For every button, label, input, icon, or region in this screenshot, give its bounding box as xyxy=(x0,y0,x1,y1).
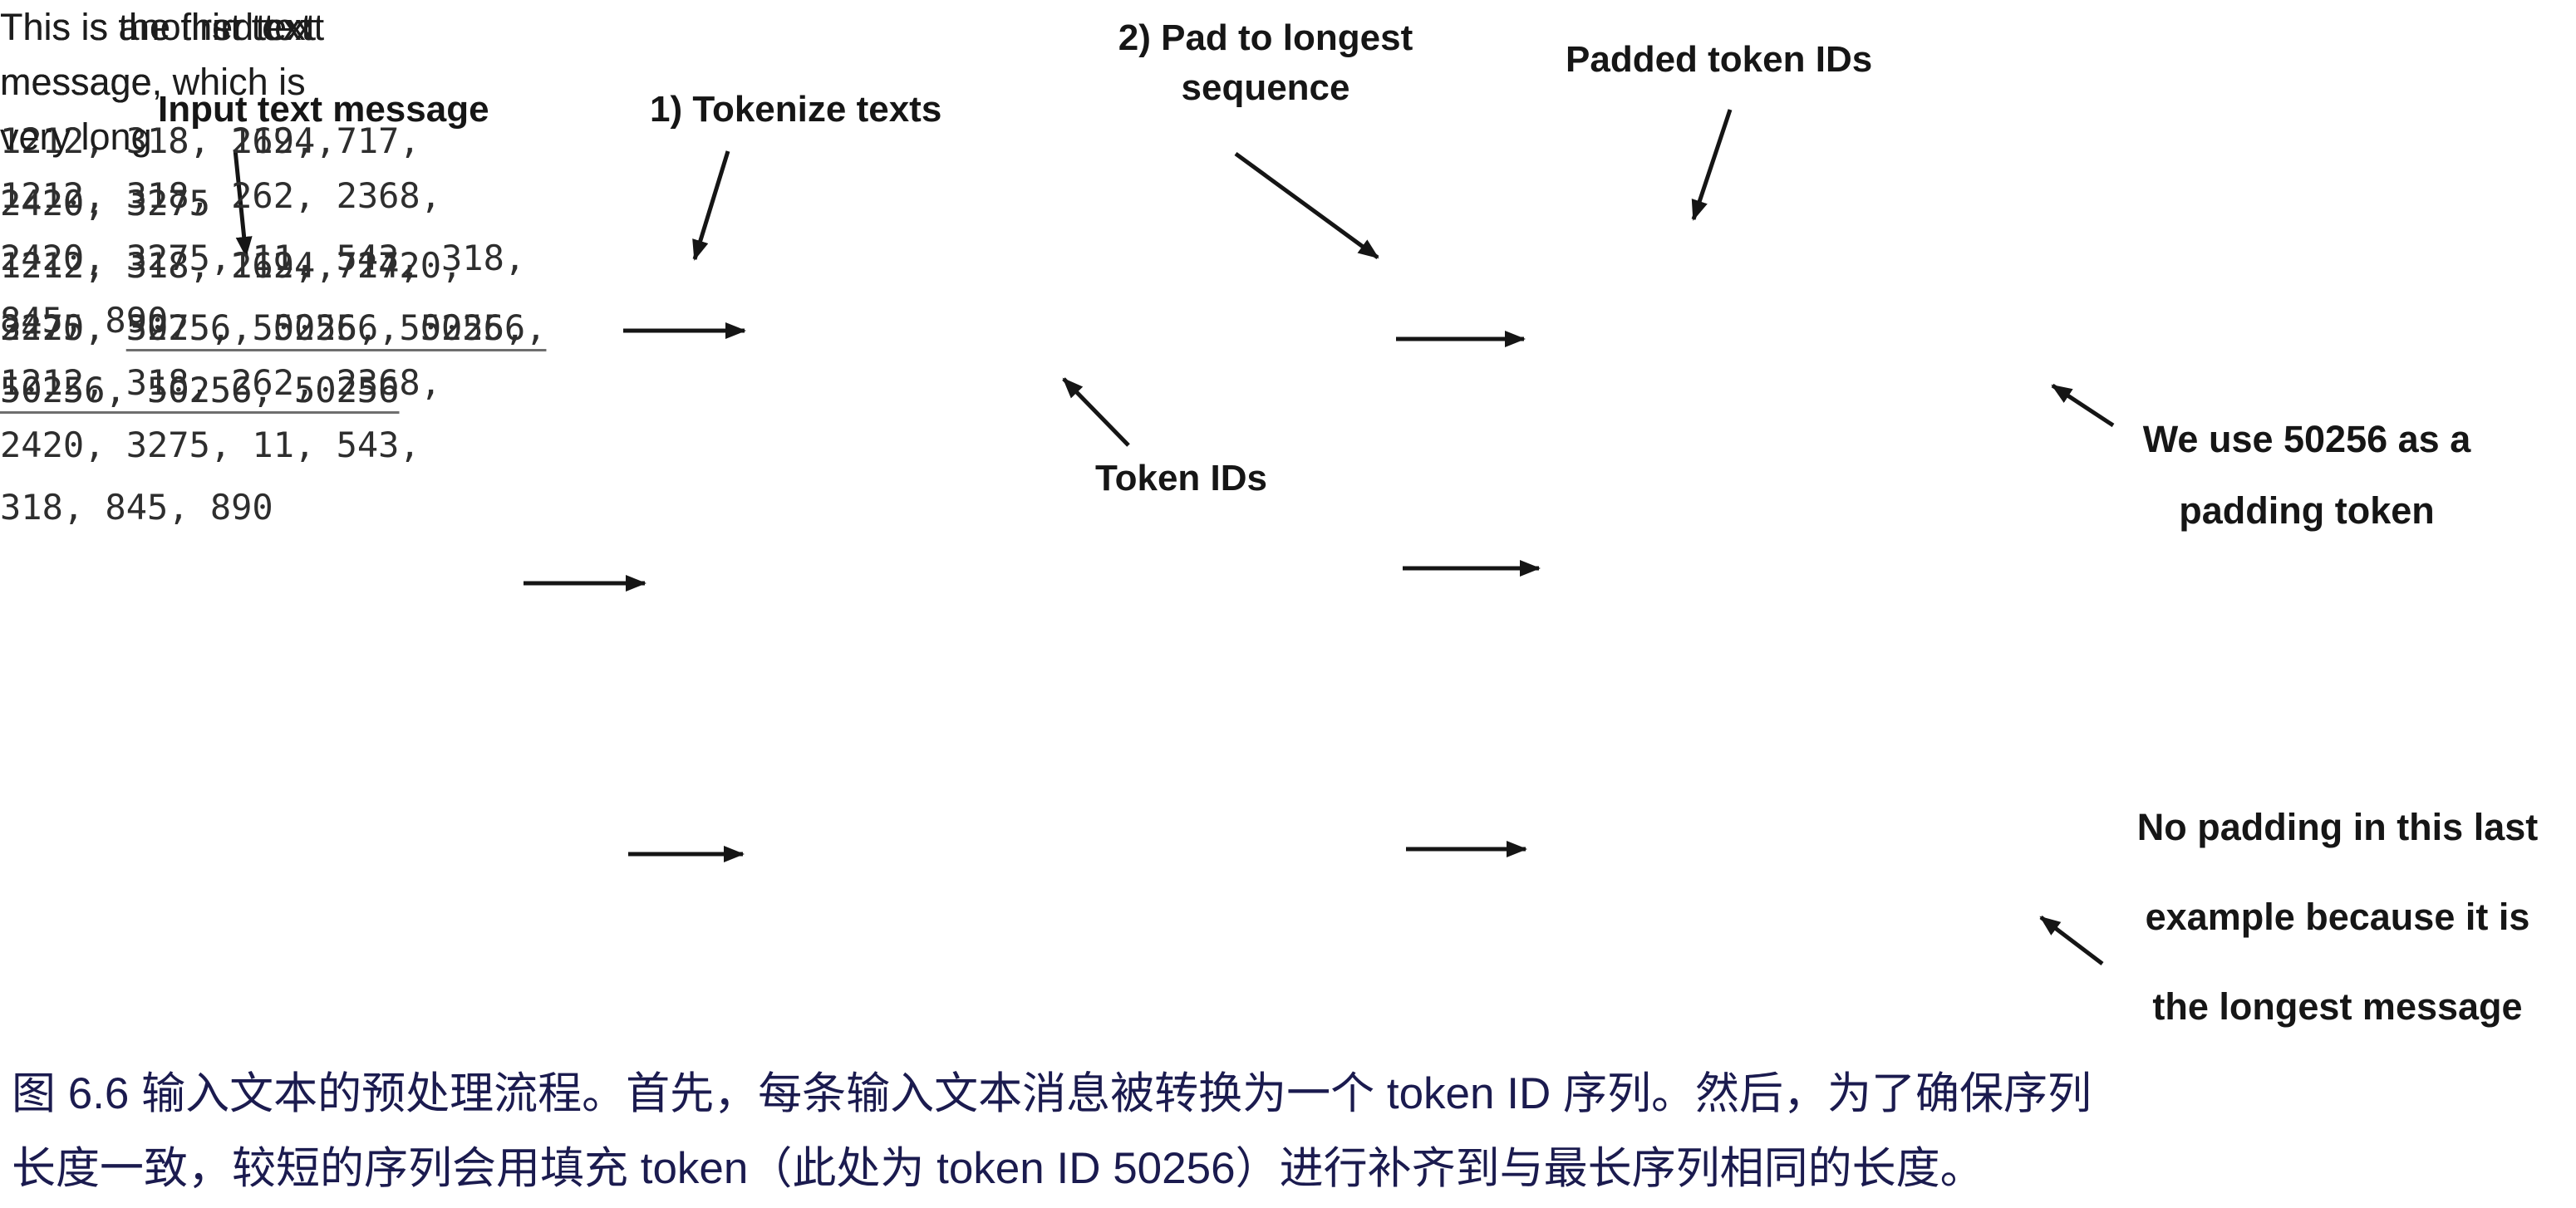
figure-caption: 图 6.6 输入文本的预处理流程。首先，每条输入文本消息被转换为一个 token… xyxy=(12,1057,2569,1206)
token-segment: 1212, 318, 1194, 2420, xyxy=(0,245,463,286)
arrow-no-padding-note xyxy=(2039,916,2104,965)
label-padded-token-ids: Padded token IDs xyxy=(1566,39,1873,80)
text-line: padding token xyxy=(2179,489,2435,532)
label-tokenize-step: 1) Tokenize texts xyxy=(650,89,942,130)
text-line: 1212, 318, 262, 717, xyxy=(0,234,525,297)
token-segment: 2420, 3275, 11, 543, xyxy=(0,425,420,465)
text-line: 3275, 50256, 50256, 50256, xyxy=(0,297,546,359)
label-pad-step: 2) Pad to longest sequence xyxy=(1095,13,1436,113)
row-third-message: This is the third text message, which is v… xyxy=(0,0,525,538)
note-padding-token: We use 50256 as a padding token xyxy=(2124,404,2490,547)
text-line: 2420, 3275, 50256, 50256, xyxy=(0,297,525,359)
token-id-sequence: 1212, 318, 262, 717, 2420, 3275 xyxy=(0,110,525,234)
text-line: 2420, 3275 xyxy=(0,183,210,223)
text-line: 1212, 318, 262, 717, xyxy=(0,120,420,161)
text-line: 50256, 50256, 50256 xyxy=(0,359,546,421)
text-line: 1212, 318, 1194, xyxy=(0,120,337,161)
input-text: This is the first text message xyxy=(0,0,525,110)
token-segment: 3275, xyxy=(0,307,126,348)
input-text: This is another text message xyxy=(0,0,546,110)
text-line: sequence xyxy=(1181,67,1350,108)
label-token-ids: Token IDs xyxy=(1095,458,1268,498)
text-line: This is another text xyxy=(0,6,317,48)
text-line: This is the first text xyxy=(0,6,312,48)
padded-token-id-sequence: 1212, 318, 262, 717, 2420, 3275, 50256, 5… xyxy=(0,234,525,421)
text-line: 1212, 318, 262, 2368, xyxy=(0,175,442,216)
token-segment: 2420, 3275, xyxy=(0,307,253,348)
text-line: 2) Pad to longest xyxy=(1118,17,1413,58)
label-input-text-message: Input text message xyxy=(158,89,489,130)
token-segment: 1212, 318, 262, 2368, xyxy=(0,362,442,403)
input-text: This is the third text message, which is v… xyxy=(0,0,525,165)
text-line: 长度一致，较短的序列会用填充 token（此处为 token ID 50256）… xyxy=(12,1144,1984,1193)
padding-token-underlined: 50256, 50256, 50256 xyxy=(0,370,400,410)
arrow-token-ids-label xyxy=(1062,377,1130,447)
token-id-sequence: 1212, 318, 1194, 2420, 3275 xyxy=(0,110,546,234)
text-line: We use 50256 as a xyxy=(2142,418,2471,460)
text-line: This is the third text xyxy=(0,6,325,48)
text-line: message, which is xyxy=(0,61,306,103)
text-line: 318, 845, 890 xyxy=(0,476,525,538)
text-line: 图 6.6 输入文本的预处理流程。首先，每条输入文本消息被转换为一个 token… xyxy=(12,1069,2092,1118)
arrow-padded-ids-label xyxy=(1691,109,1733,221)
arrow-pad-label xyxy=(1234,151,1379,260)
text-line: No padding in this last xyxy=(2136,806,2539,848)
text-line: 2420, 3275, 11, 543, 318, xyxy=(0,238,526,278)
text-line: very long xyxy=(0,115,152,158)
token-segment: 1212, 318, 262, 717, xyxy=(0,245,420,286)
padding-token-underlined: 50256, 50256, 50256 xyxy=(0,370,400,410)
text-line: the longest message xyxy=(2152,985,2523,1028)
text-line: example because it is xyxy=(2145,896,2530,938)
text-line: 2420, 3275, 11, 543, xyxy=(0,414,525,476)
text-line: 1212, 318, 1194, 2420, xyxy=(0,234,546,297)
text-line: 1212, 318, 262, 2368, xyxy=(0,351,525,414)
padded-token-id-sequence: 1212, 318, 262, 2368, 2420, 3275, 11, 543… xyxy=(0,351,525,538)
text-line: message xyxy=(0,61,152,103)
text-line: message xyxy=(0,61,152,103)
row-second-message: This is another text message 1212, 318, 1… xyxy=(0,0,546,421)
token-segment: 318, 845, 890 xyxy=(0,487,273,528)
token-id-sequence: 1212, 318, 262, 2368, 2420, 3275, 11, 543… xyxy=(0,165,525,351)
padded-token-id-sequence: 1212, 318, 1194, 2420, 3275, 50256, 50256… xyxy=(0,234,546,421)
padding-token-underlined: 50256, 50256, 50256, xyxy=(125,307,547,348)
arrow-tokenize-label xyxy=(692,150,730,261)
padding-token-underlined: 50256, 50256, xyxy=(252,307,526,348)
text-line: 50256, 50256, 50256 xyxy=(0,359,525,421)
arrow-padding-note xyxy=(2051,383,2115,428)
row-first-message: This is the first text message 1212, 318,… xyxy=(0,0,525,421)
text-line: 845, 890 xyxy=(0,300,169,341)
note-no-padding: No padding in this last example because i… xyxy=(2117,783,2558,1052)
text-line: 2420, 3275 xyxy=(0,183,210,223)
